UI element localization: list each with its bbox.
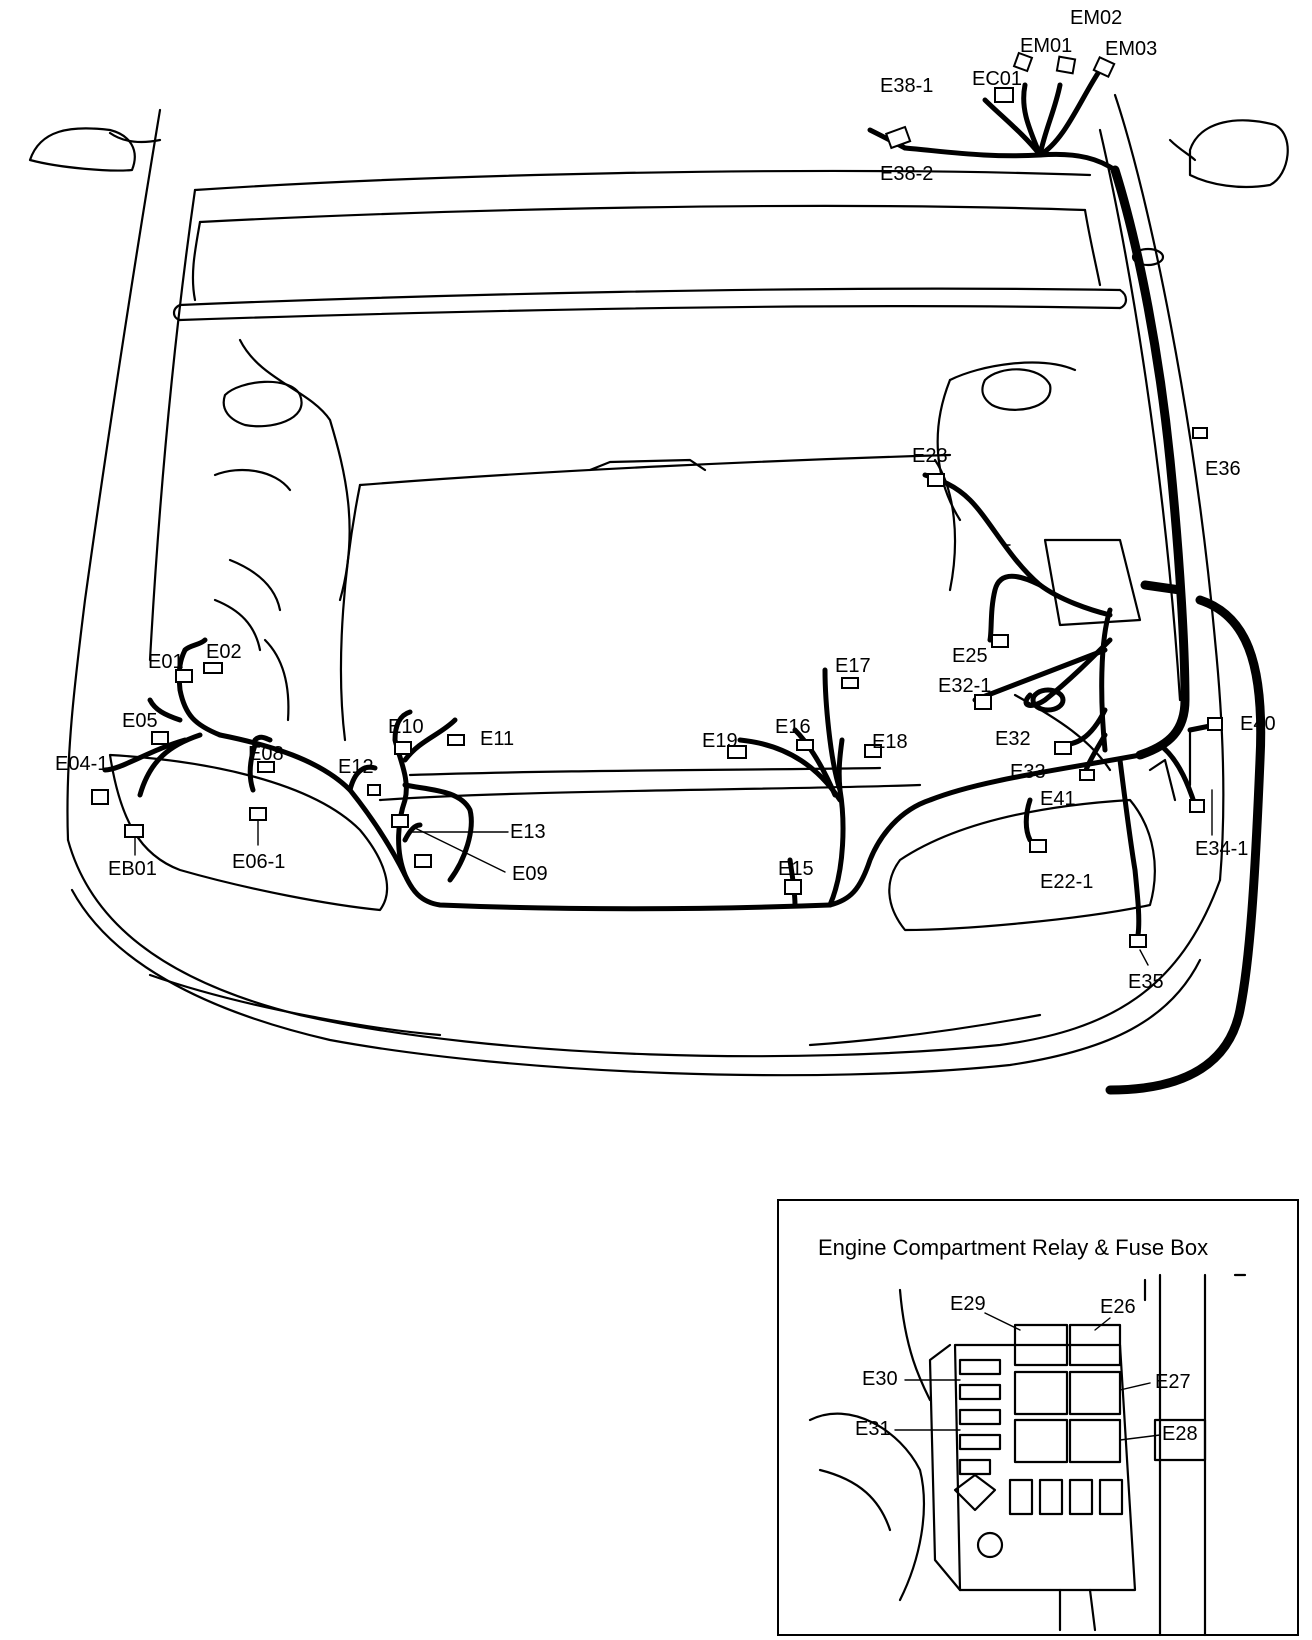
label-e06-1: E06-1 bbox=[232, 851, 285, 873]
label-e36: E36 bbox=[1205, 458, 1241, 480]
label-em01: EM01 bbox=[1020, 35, 1072, 57]
label-e26: E26 bbox=[1100, 1296, 1136, 1318]
label-e40: E40 bbox=[1240, 713, 1276, 735]
label-e35: E35 bbox=[1128, 971, 1164, 993]
label-e12: E12 bbox=[338, 756, 374, 778]
label-e27: E27 bbox=[1155, 1371, 1191, 1393]
inset-title: Engine Compartment Relay & Fuse Box bbox=[818, 1235, 1208, 1260]
label-e32: E32 bbox=[995, 728, 1031, 750]
label-e08: E08 bbox=[248, 743, 284, 765]
label-e18: E18 bbox=[872, 731, 908, 753]
label-e33: E33 bbox=[1010, 761, 1046, 783]
inset-frame bbox=[777, 1199, 1299, 1636]
label-ec01: EC01 bbox=[972, 68, 1022, 90]
leader-lines bbox=[134, 789, 1213, 966]
connector-labels: EM02 EM01 EM03 EC01 E38-1 E38-2 E36 E23 … bbox=[55, 7, 1276, 993]
label-e19: E19 bbox=[702, 730, 738, 752]
label-em02: EM02 bbox=[1070, 7, 1122, 29]
label-e25: E25 bbox=[952, 645, 988, 667]
car-body-outline bbox=[28, 93, 1289, 1077]
harness-main bbox=[102, 67, 1266, 1095]
label-e02: E02 bbox=[206, 641, 242, 663]
label-em03: EM03 bbox=[1105, 38, 1157, 60]
label-e29: E29 bbox=[950, 1293, 986, 1315]
label-e04-1: E04-1 bbox=[55, 753, 108, 775]
label-e22-1: E22-1 bbox=[1040, 871, 1093, 893]
label-e17: E17 bbox=[835, 655, 871, 677]
label-e16: E16 bbox=[775, 716, 811, 738]
label-e41: E41 bbox=[1040, 788, 1076, 810]
label-e30: E30 bbox=[862, 1368, 898, 1390]
relay-box bbox=[1030, 247, 1185, 713]
label-e38-2: E38-2 bbox=[880, 163, 933, 185]
relay-fuse-box-inset: Engine Compartment Relay & Fuse Box bbox=[777, 1199, 1299, 1637]
label-e31: E31 bbox=[855, 1418, 891, 1440]
label-e11: E11 bbox=[480, 728, 514, 750]
label-e05: E05 bbox=[122, 710, 158, 732]
label-e09: E09 bbox=[512, 863, 548, 885]
label-e34-1: E34-1 bbox=[1195, 838, 1248, 860]
label-e32-1: E32-1 bbox=[938, 675, 991, 697]
connector-symbols bbox=[91, 51, 1223, 948]
label-e23: E23 bbox=[912, 445, 948, 467]
fuse-box-drawing bbox=[808, 1273, 1247, 1637]
label-e10: E10 bbox=[388, 716, 424, 738]
label-e28: E28 bbox=[1162, 1423, 1198, 1445]
label-e15: E15 bbox=[778, 858, 814, 880]
label-e38-1: E38-1 bbox=[880, 75, 933, 97]
label-e13: E13 bbox=[510, 821, 546, 843]
label-eb01: EB01 bbox=[108, 858, 157, 880]
label-e01: E01 bbox=[148, 651, 184, 673]
